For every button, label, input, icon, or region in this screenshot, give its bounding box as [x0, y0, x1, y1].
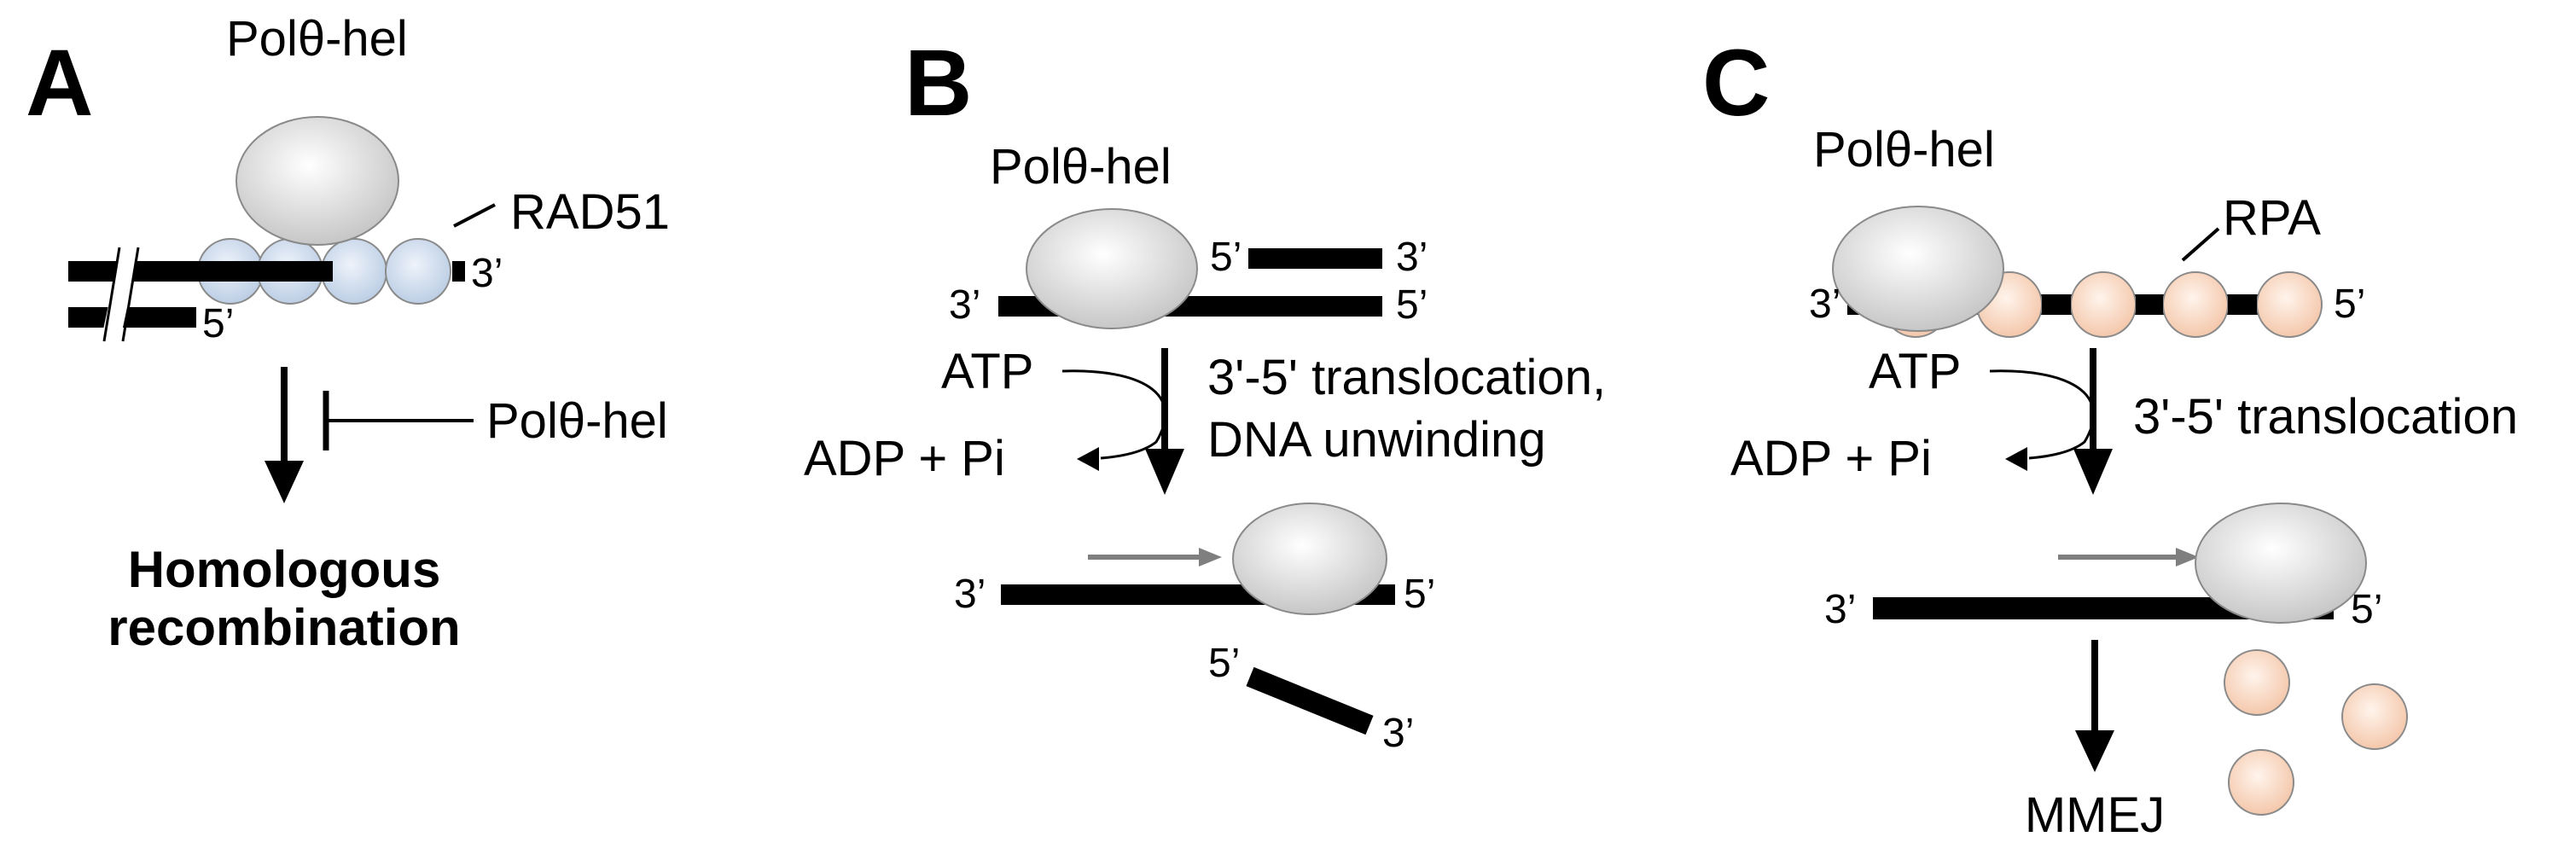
- panel-b-released-3-label: 3’: [1382, 711, 1414, 756]
- panel-b: B Polθ-hel 5’ 3’ 3’ 5’ ATP ADP + Pi 3'-5…: [804, 31, 1606, 756]
- panel-a-3-end-label: 3’: [471, 251, 503, 296]
- panel-b-released-5-label: 5’: [1208, 641, 1240, 686]
- panel-b-polq-label: Polθ-hel: [990, 139, 1172, 195]
- panel-b-product-5-label: 5’: [1404, 572, 1435, 617]
- rpa-sphere: [2256, 271, 2323, 338]
- panel-b-product-polq-ellipse: [1232, 503, 1387, 615]
- dna-break-slash: [102, 247, 121, 342]
- panel-c-ssdna-segment: [2042, 294, 2071, 315]
- polq-helicase-ellipse: [236, 116, 399, 246]
- panel-a-inhibitor-label: Polθ-hel: [486, 393, 668, 449]
- released-rpa-sphere: [2224, 649, 2290, 716]
- panel-c-5-label: 5’: [2334, 282, 2365, 327]
- rpa-label: RPA: [2223, 190, 2321, 246]
- panel-a-polq-label: Polθ-hel: [226, 11, 408, 67]
- panel-c: C Polθ-hel RPA 3’ 5’ ATP ADP + Pi 3'-5' …: [1702, 31, 2518, 843]
- panel-b-polq-ellipse: [1026, 208, 1198, 329]
- panel-c-atp-label: ATP: [1869, 344, 1962, 399]
- rad51-leader-line: [453, 203, 496, 228]
- panel-a-strand-3-end: [452, 261, 465, 282]
- panel-a: A Polθ-hel RAD51 3’ 5’ Polθ-hel Homol: [26, 11, 670, 656]
- hr-label-line2: recombination: [108, 599, 460, 656]
- panel-b-atp-label: ATP: [941, 344, 1034, 399]
- panel-c-polq-label: Polθ-hel: [1813, 122, 1995, 177]
- panel-b-step-line2: DNA unwinding: [1207, 412, 1546, 468]
- panel-c-hydrolysis-arrowhead: [2005, 447, 2027, 471]
- panel-c-hydrolysis-curve: [1989, 369, 2096, 460]
- panel-c-product-5-label: 5’: [2351, 587, 2382, 632]
- released-rpa-sphere: [2228, 749, 2294, 816]
- panel-b-direction-arrow-head: [1199, 548, 1222, 567]
- panel-c-letter: C: [1702, 31, 1770, 136]
- panel-c-adp-label: ADP + Pi: [1730, 431, 1932, 486]
- hr-label-line1: Homologous: [128, 541, 441, 598]
- rad51-sphere: [385, 238, 451, 305]
- panel-c-direction-arrow-head: [2176, 548, 2199, 567]
- mmej-label: MMEJ: [2025, 787, 2165, 843]
- dna-break-gap: [101, 246, 140, 343]
- panel-b-letter: B: [904, 31, 972, 136]
- panel-a-letter: A: [26, 31, 93, 136]
- panel-c-step-line1: 3'-5' translocation: [2133, 389, 2518, 445]
- panel-a-dna-top-strand-overlay: [68, 261, 333, 282]
- panel-b-step-line1: 3'-5' translocation,: [1207, 350, 1606, 405]
- rpa-leader-line: [2181, 227, 2220, 262]
- panel-b-hydrolysis-arrowhead: [1077, 447, 1099, 471]
- panel-b-top-5-label: 5’: [1210, 235, 1241, 280]
- panel-c-3-label: 3’: [1809, 282, 1840, 327]
- panel-c-polq-ellipse: [1832, 206, 2004, 332]
- panel-b-arrow-head: [1145, 449, 1184, 495]
- dna-break-slash: [121, 247, 140, 342]
- panel-a-5-end-label: 5’: [202, 301, 234, 346]
- released-rpa-sphere: [2341, 683, 2408, 750]
- rpa-sphere: [2070, 271, 2137, 338]
- panel-c-product-3-label: 3’: [1824, 587, 1856, 632]
- panel-a-arrow-head: [265, 461, 304, 503]
- panel-a-dna-bottom-strand-overlay: [68, 307, 196, 328]
- panel-c-ssdna-segment: [2228, 294, 2257, 315]
- panel-b-released-strand: [1246, 666, 1374, 735]
- panel-c-product-polq-ellipse: [2195, 503, 2367, 624]
- panel-c-arrow-head: [2073, 449, 2113, 495]
- panel-c-ssdna-segment: [2136, 294, 2163, 315]
- panel-b-product-3-label: 3’: [954, 572, 986, 617]
- rpa-sphere: [2162, 271, 2229, 338]
- panel-b-top-3-label: 3’: [1396, 235, 1428, 280]
- panel-b-bottom-3-label: 3’: [949, 282, 980, 328]
- panel-b-adp-label: ADP + Pi: [804, 431, 1005, 486]
- panel-b-hydrolysis-curve: [1061, 369, 1167, 460]
- panel-b-bottom-5-label: 5’: [1396, 282, 1428, 328]
- panel-b-top-strand: [1248, 248, 1382, 269]
- panel-c-mmej-arrow-head: [2075, 730, 2114, 772]
- rad51-label: RAD51: [510, 184, 670, 240]
